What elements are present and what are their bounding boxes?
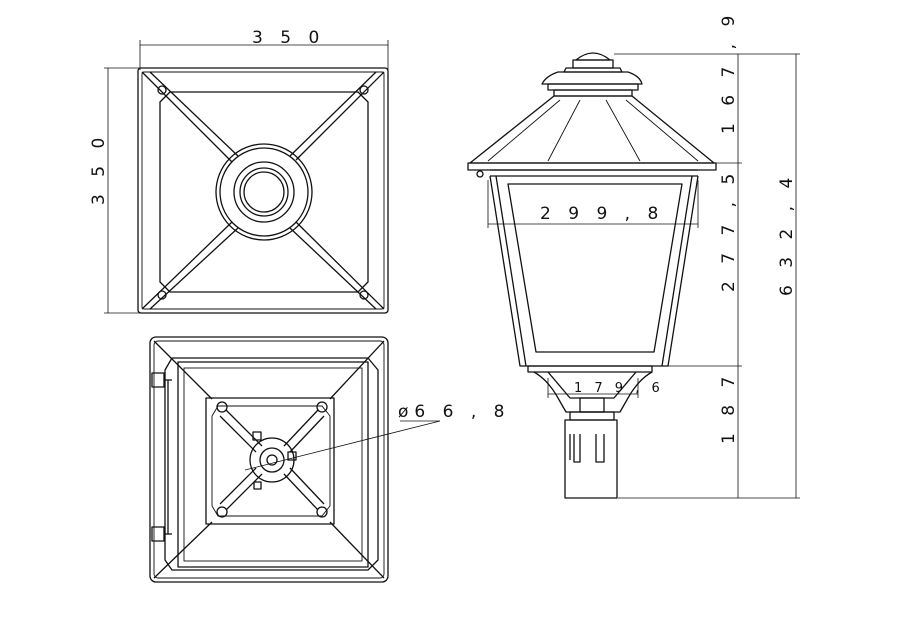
bottom-view: ø6 6 , 8 — [149, 336, 510, 583]
side-total-height-dimension: 6 3 2 , 4 — [777, 54, 797, 498]
side-base — [527, 365, 653, 421]
side-body-height-dimension: 2 7 7 , 5 — [719, 163, 739, 366]
side-width-label: 2 9 9 , 8 — [540, 204, 664, 224]
top-height-label: 3 5 0 — [89, 132, 109, 205]
side-total-height-label: 6 3 2 , 4 — [777, 172, 797, 296]
side-lantern-body — [476, 170, 699, 367]
top-width-dimension: 3 5 0 — [139, 28, 389, 70]
top-screw — [359, 290, 369, 300]
side-cap-height-label: 1 6 7 , 9 — [719, 10, 739, 134]
bottom-outer-frame — [149, 336, 389, 583]
side-post-height-dimension: 1 8 7 — [719, 366, 739, 498]
side-base-width-dimension: 1 7 9 , 6 — [547, 378, 664, 398]
bottom-diameter-label: ø6 6 , 8 — [398, 402, 510, 422]
side-body-height-label: 2 7 7 , 5 — [719, 168, 739, 292]
side-base-width-label: 1 7 9 , 6 — [574, 381, 664, 396]
side-cap-height-dimension: 1 6 7 , 9 — [719, 10, 739, 163]
side-finial — [541, 52, 643, 97]
bottom-diameter-dimension: ø6 6 , 8 — [244, 402, 510, 471]
side-post — [564, 419, 618, 499]
top-view: 3 5 0 3 5 0 — [89, 28, 389, 314]
side-width-dimension: 2 9 9 , 8 — [487, 180, 699, 228]
side-roof — [467, 95, 717, 177]
bottom-cross-arms — [219, 409, 325, 511]
side-view: 2 9 9 , 8 1 7 9 , 6 1 6 7 , 9 2 7 7 , 5 … — [467, 10, 800, 499]
top-width-label: 3 5 0 — [252, 28, 325, 48]
top-screw — [157, 85, 167, 95]
bottom-hinge — [151, 372, 172, 542]
side-post-height-label: 1 8 7 — [719, 371, 739, 444]
bottom-mount-plate — [205, 397, 335, 525]
top-cap-circles — [215, 143, 313, 241]
top-outer-frame — [137, 67, 389, 314]
top-screw — [157, 290, 167, 300]
top-screw — [359, 85, 369, 95]
top-height-dimension: 3 5 0 — [89, 67, 140, 314]
